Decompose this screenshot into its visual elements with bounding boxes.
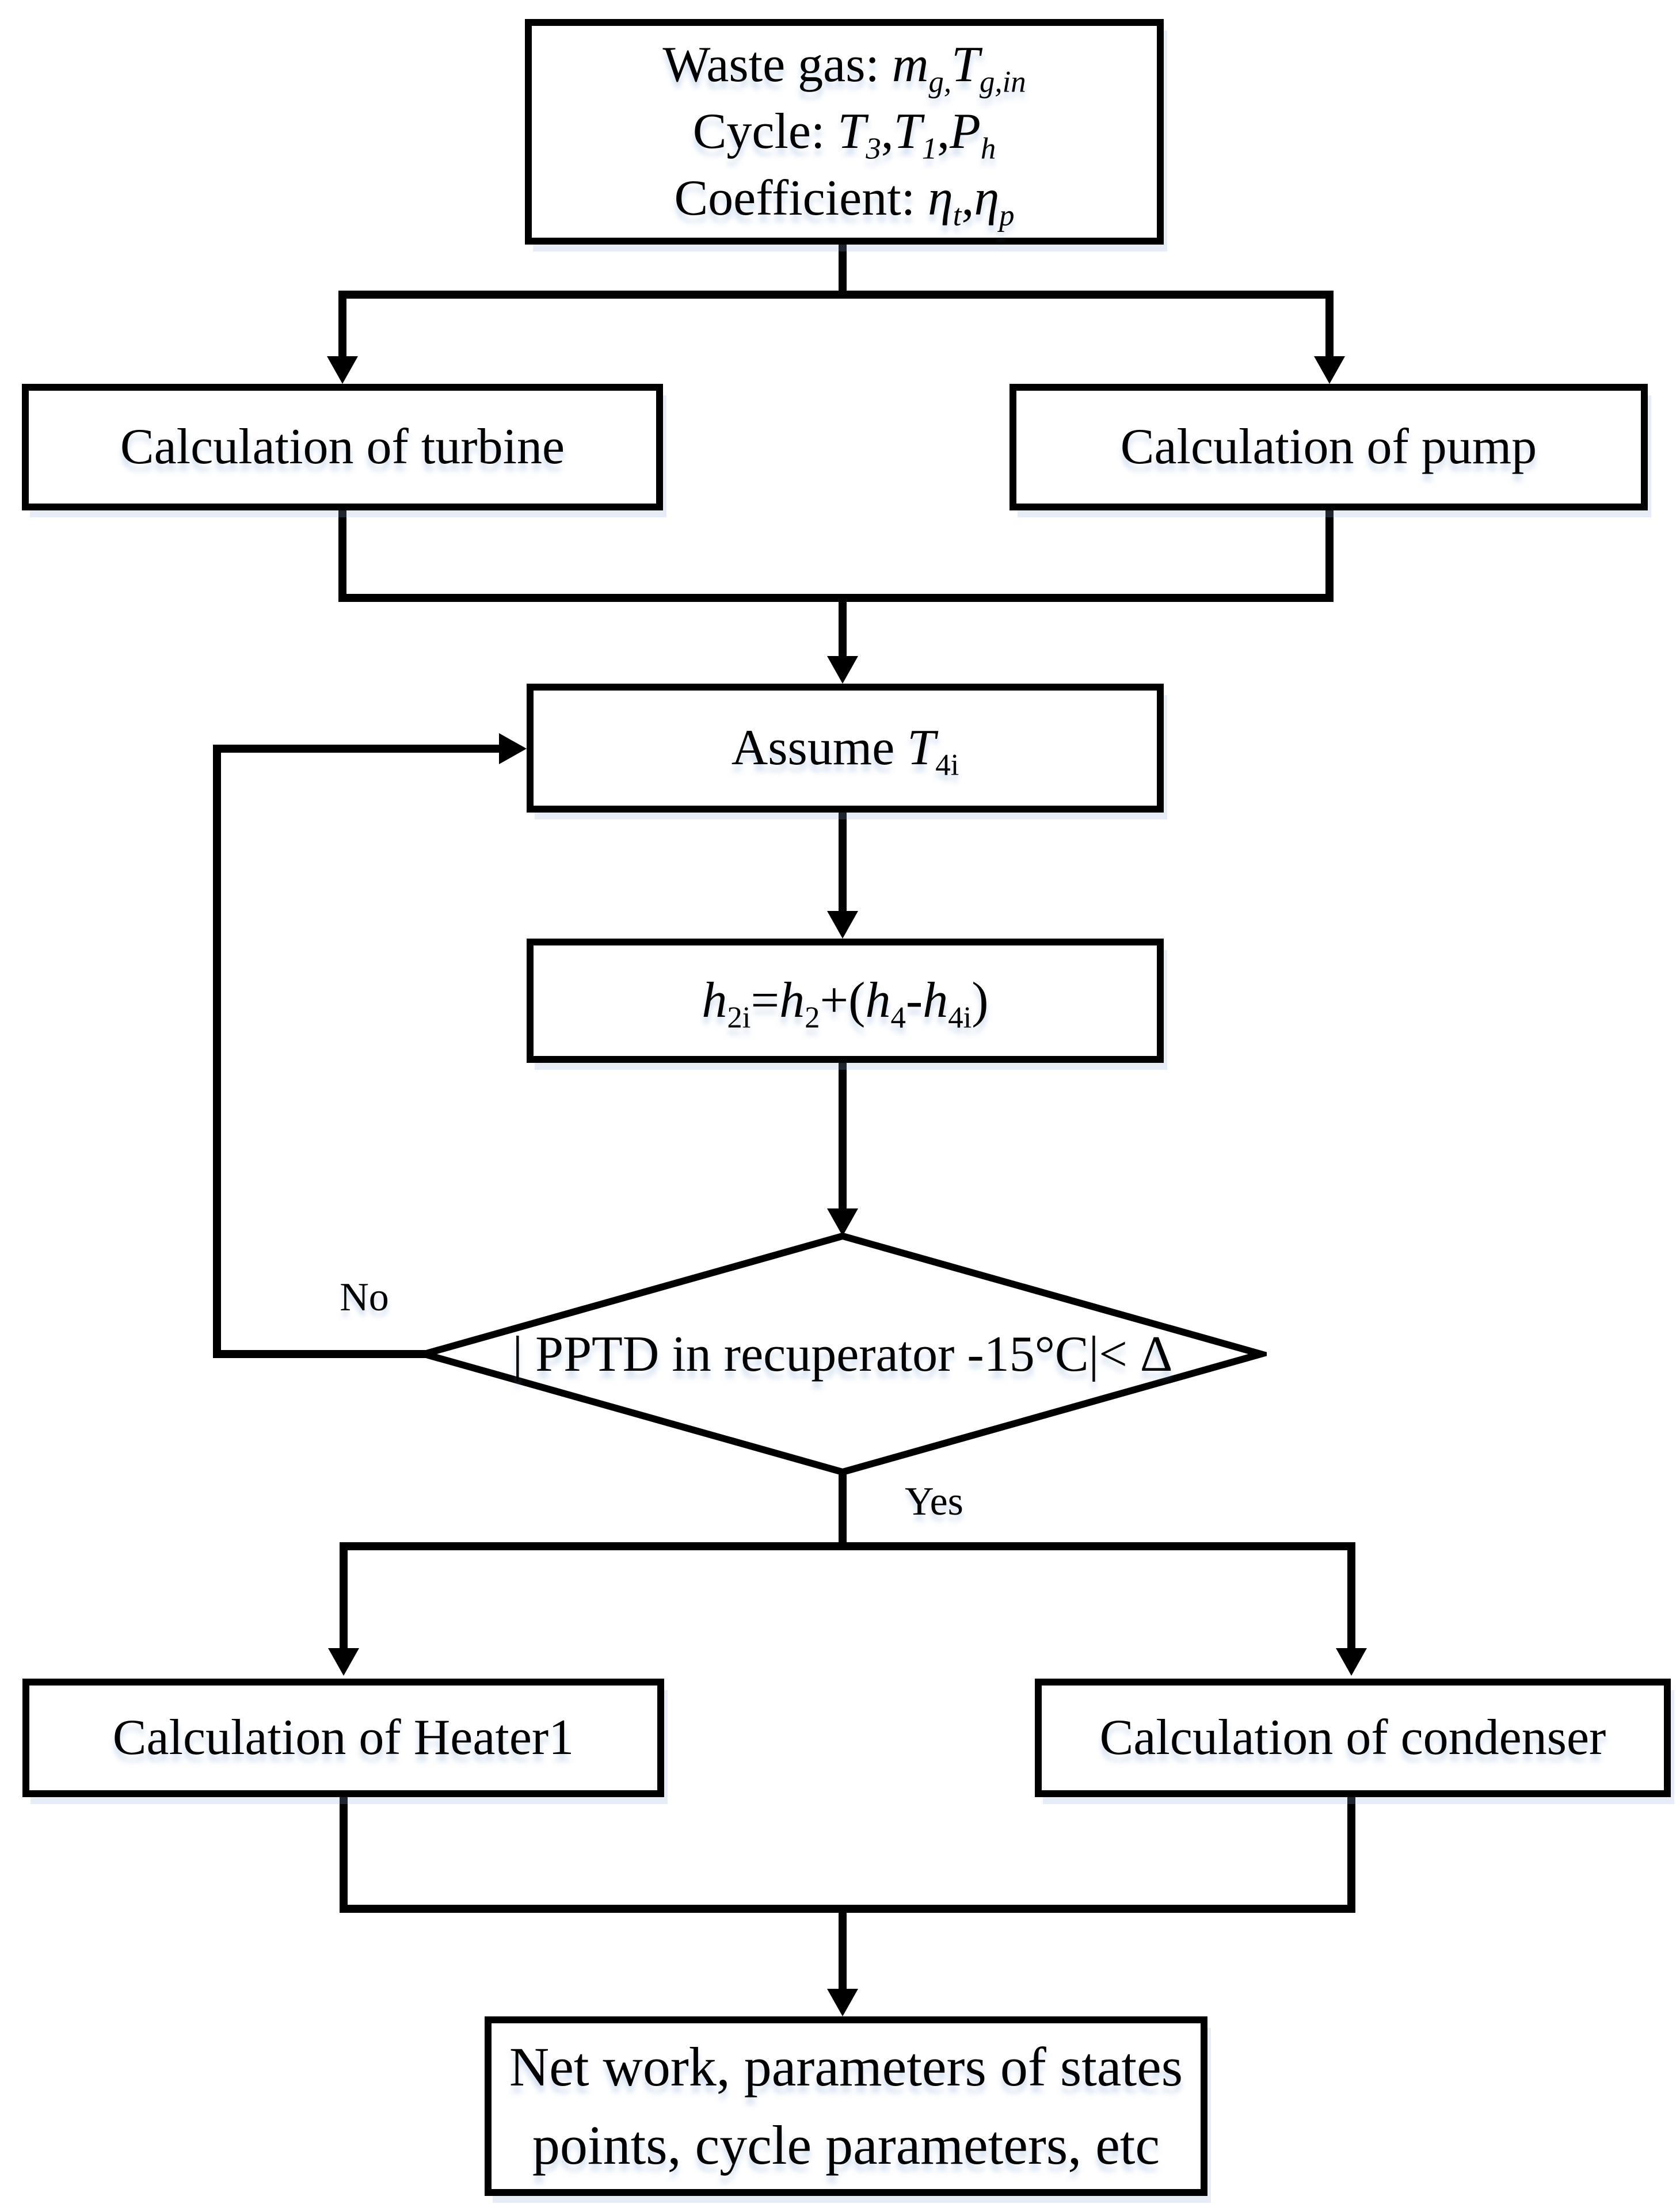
no-branch-label: No: [340, 1275, 389, 1320]
loop-no-horizontal-top: [213, 745, 501, 753]
inputs-line-cycle: Cycle: T3,T1,Ph: [692, 103, 996, 166]
split-bar-bottom: [340, 1542, 1355, 1550]
arrowhead-decision: [827, 1208, 858, 1236]
merge-bar-bottom: [340, 1905, 1355, 1913]
connector-to-pump: [1325, 291, 1334, 358]
node-inputs: Waste gas: mg,Tg,in Cycle: T3,T1,Ph Coef…: [525, 19, 1164, 245]
heater-label: Calculation of Heater1: [112, 1709, 574, 1766]
connector-formula-decision: [839, 1063, 847, 1210]
connector-assume-formula: [839, 813, 847, 912]
inputs-line-coefficient: Coefficient: ηt,ηp: [674, 170, 1015, 232]
node-enthalpy-formula: h2i=h2+(h4-h4i): [527, 939, 1164, 1063]
yes-branch-label: Yes: [905, 1479, 963, 1524]
node-calculation-of-heater1: Calculation of Heater1: [22, 1679, 664, 1797]
node-results: Net work, parameters of states points, c…: [485, 2016, 1207, 2196]
connector-pump-down: [1325, 510, 1334, 594]
inputs-line-waste-gas: Waste gas: mg,Tg,in: [662, 36, 1026, 99]
connector-to-condenser: [1347, 1542, 1355, 1648]
split-bar-top: [338, 291, 1334, 299]
connector-to-heater: [340, 1542, 348, 1648]
arrowhead-condenser: [1336, 1648, 1367, 1676]
loop-no-vertical: [213, 745, 221, 1358]
connector-to-result: [839, 1913, 847, 1989]
result-label: Net work, parameters of states points, c…: [509, 2035, 1183, 2176]
arrowhead-pump: [1314, 356, 1345, 384]
connector-heater-down: [340, 1797, 348, 1909]
arrowhead-assume: [827, 656, 858, 684]
arrowhead-result: [827, 1989, 858, 2016]
node-calculation-of-turbine: Calculation of turbine: [22, 384, 663, 510]
connector-decision-down: [839, 1472, 847, 1550]
pump-label: Calculation of pump: [1120, 418, 1537, 475]
arrowhead-formula: [827, 911, 858, 939]
node-calculation-of-pump: Calculation of pump: [1009, 384, 1648, 510]
arrowhead-loop-assume: [499, 733, 527, 764]
condenser-label: Calculation of condenser: [1099, 1709, 1606, 1766]
node-assume-t4i: Assume T4i: [527, 684, 1164, 813]
connector-inputs-down: [839, 243, 847, 299]
assume-label: Assume T4i: [731, 719, 959, 782]
decision-label: | PPTD in recuperator -15°C|< Δ: [512, 1326, 1173, 1382]
formula-label: h2i=h2+(h4-h4i): [702, 972, 989, 1035]
arrowhead-turbine: [327, 356, 358, 384]
node-decision-pptd: [411, 1229, 1274, 1479]
connector-to-assume: [839, 594, 847, 657]
turbine-label: Calculation of turbine: [120, 418, 565, 475]
decision-diamond-shape: [411, 1232, 1274, 1476]
connector-to-turbine: [338, 291, 346, 358]
merge-bar-top: [338, 594, 1334, 602]
connector-condenser-down: [1347, 1797, 1355, 1909]
node-calculation-of-condenser: Calculation of condenser: [1035, 1679, 1671, 1797]
loop-no-horizontal-bottom: [213, 1350, 429, 1358]
arrowhead-heater: [328, 1648, 359, 1676]
connector-turbine-down: [338, 510, 346, 594]
